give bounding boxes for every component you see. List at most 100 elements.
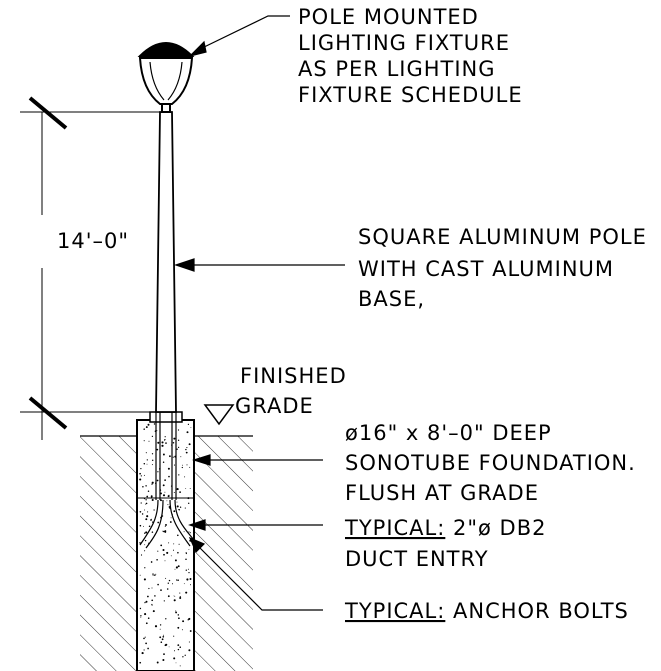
concrete-speckle: [156, 448, 159, 451]
concrete-speckle: [171, 583, 174, 585]
duct-note-text: 2"ø DB2: [445, 516, 546, 540]
concrete-speckle: [178, 474, 180, 476]
concrete-speckle: [173, 635, 175, 637]
concrete-speckle: [170, 555, 172, 557]
concrete-speckle: [155, 573, 157, 575]
concrete-speckle: [185, 553, 187, 555]
concrete-speckle: [179, 646, 181, 648]
sonotube-foundation: [136, 419, 195, 671]
concrete-speckle: [144, 636, 146, 638]
concrete-speckle: [184, 476, 186, 478]
concrete-speckle: [188, 549, 190, 550]
concrete-speckle: [163, 553, 165, 556]
concrete-speckle: [176, 501, 178, 503]
concrete-speckle: [151, 435, 154, 438]
anchor-note-prefix: TYPICAL:: [344, 599, 445, 623]
concrete-speckle: [143, 497, 146, 500]
concrete-speckle: [174, 596, 176, 598]
concrete-speckle: [152, 573, 154, 575]
concrete-speckle: [145, 502, 148, 505]
concrete-speckle: [173, 599, 176, 602]
concrete-speckle: [161, 441, 164, 444]
concrete-speckle: [184, 654, 186, 656]
concrete-speckle: [144, 539, 147, 542]
concrete-speckle: [170, 517, 172, 519]
foundation-note-line-3: FLUSH AT GRADE: [345, 481, 539, 505]
concrete-speckle: [143, 525, 144, 527]
concrete-speckle: [173, 510, 176, 513]
concrete-speckle: [143, 649, 145, 651]
concrete-speckle: [159, 636, 162, 639]
concrete-speckle: [150, 561, 153, 563]
concrete-speckle: [147, 595, 149, 598]
concrete-speckle: [166, 500, 168, 502]
concrete-speckle: [160, 544, 163, 547]
concrete-speckle: [187, 497, 190, 500]
concrete-speckle: [146, 459, 148, 461]
concrete-speckle: [139, 478, 142, 481]
concrete-speckle: [148, 440, 150, 442]
concrete-speckle: [159, 624, 162, 626]
concrete-speckle: [147, 423, 150, 426]
concrete-speckle: [151, 483, 153, 485]
fixture-note-line-2: LIGHTING FIXTURE: [298, 31, 510, 55]
concrete-speckle: [162, 658, 165, 662]
concrete-speckle: [151, 464, 153, 466]
concrete-speckle: [151, 453, 154, 455]
concrete-speckle: [144, 601, 146, 604]
concrete-speckle: [172, 456, 174, 458]
concrete-speckle: [143, 428, 145, 430]
concrete-speckle: [147, 511, 149, 513]
concrete-speckle: [181, 464, 183, 466]
concrete-speckle: [156, 661, 159, 664]
lighting-fixture: [137, 42, 195, 113]
concrete-speckle: [152, 610, 155, 613]
concrete-speckle: [166, 588, 169, 590]
concrete-speckle: [189, 532, 191, 534]
concrete-speckle: [189, 488, 191, 490]
foundation-note-line-1: ø16" x 8'–0" DEEP: [345, 421, 552, 445]
concrete-speckle: [163, 634, 164, 636]
concrete-speckle: [165, 643, 168, 646]
concrete-speckle: [173, 657, 176, 660]
leader-anchor: [188, 536, 323, 611]
concrete-speckle: [143, 440, 145, 442]
concrete-speckle: [163, 653, 165, 656]
concrete-speckle: [168, 646, 170, 648]
concrete-speckle: [145, 452, 147, 454]
duct-note-line-1: TYPICAL: 2"ø DB2: [344, 516, 547, 540]
duct-note-prefix: TYPICAL:: [344, 516, 445, 540]
foundation-note-line-2: SONOTUBE FOUNDATION.: [345, 451, 636, 475]
concrete-speckle: [141, 513, 144, 515]
concrete-speckle: [181, 466, 183, 469]
concrete-speckle: [143, 637, 145, 640]
concrete-speckle: [176, 505, 179, 508]
fixture-note-line-3: AS PER LIGHTING: [298, 57, 496, 81]
concrete-speckle: [151, 599, 154, 602]
concrete-speckle: [188, 641, 190, 643]
concrete-speckle: [168, 475, 170, 478]
concrete-speckle: [151, 498, 154, 502]
concrete-speckle: [184, 507, 186, 509]
concrete-speckle: [145, 600, 148, 603]
concrete-speckle: [145, 531, 148, 534]
concrete-speckle: [159, 628, 161, 630]
concrete-speckle: [144, 532, 146, 534]
pole-base: [149, 411, 183, 423]
concrete-speckle: [145, 485, 147, 487]
concrete-speckle: [160, 589, 162, 591]
concrete-speckle: [167, 504, 169, 506]
concrete-speckle: [139, 510, 142, 513]
concrete-speckle: [175, 611, 178, 614]
concrete-speckle: [183, 531, 185, 533]
concrete-speckle: [188, 649, 191, 652]
concrete-speckle: [188, 531, 190, 533]
concrete-speckle: [164, 525, 166, 527]
concrete-speckle: [147, 647, 149, 650]
concrete-speckle: [186, 447, 188, 449]
pole-note-line-2: WITH CAST ALUMINUM: [358, 257, 614, 281]
concrete-speckle: [139, 524, 142, 527]
concrete-speckle: [154, 625, 158, 628]
concrete-speckle: [188, 617, 191, 620]
concrete-speckle: [165, 577, 167, 579]
